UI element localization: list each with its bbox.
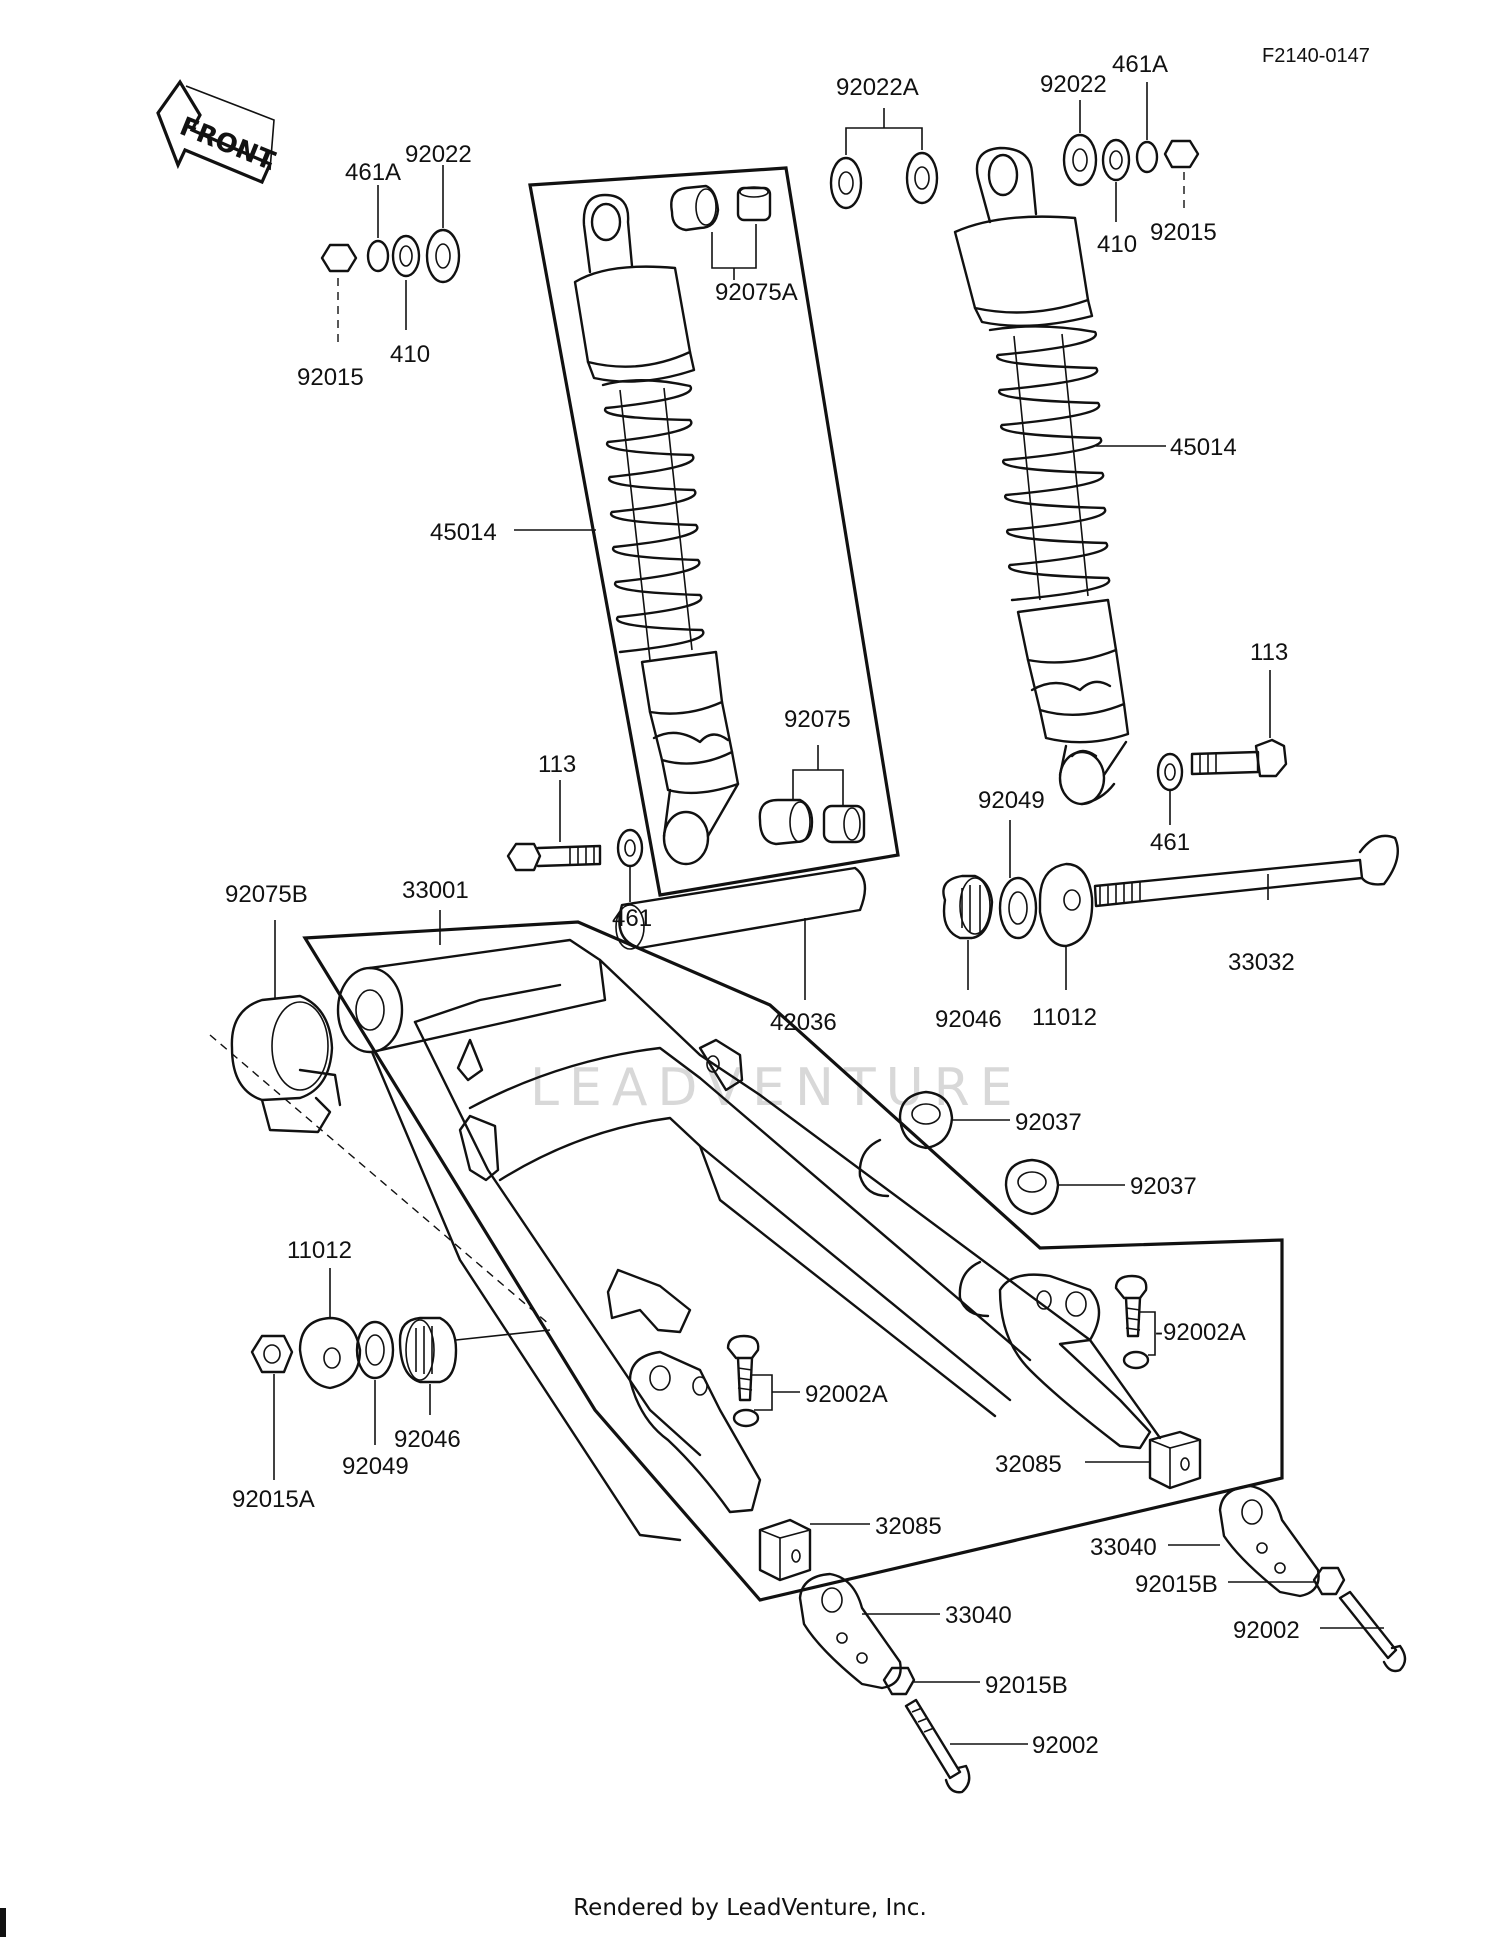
bolt-92002-right <box>1320 1590 1407 1673</box>
callout-11012-lower: 11012 <box>287 1237 352 1264</box>
front-arrow-icon: FRONT <box>156 79 279 185</box>
left-shock-outline-box <box>528 166 900 897</box>
shock-absorber-left <box>573 193 740 866</box>
block-32085-left <box>758 1518 870 1582</box>
callout-113-right: 113 <box>1250 639 1288 666</box>
washers-92022A <box>829 108 939 210</box>
seal-92037-b <box>1004 1158 1125 1216</box>
nut-92015-top-left <box>320 243 358 273</box>
callout-92002A-center: 92002A <box>805 1381 888 1408</box>
callout-92075A: 92075A <box>715 279 798 306</box>
bushing-92075B <box>230 920 342 1134</box>
nut-92015B-right <box>1228 1566 1346 1596</box>
page-edge-mark <box>0 1908 6 1937</box>
block-32085-right <box>1085 1430 1202 1490</box>
bolt-113-right <box>1190 738 1288 778</box>
callout-92075: 92075 <box>784 706 851 733</box>
bolt-92002A-center <box>726 1334 800 1428</box>
shock-spring-left <box>601 379 705 661</box>
callout-92015-top-left: 92015 <box>297 364 364 391</box>
callout-461A-top-left: 461A <box>345 159 401 186</box>
callout-92002-left: 92002 <box>1032 1732 1099 1759</box>
callout-113-left: 113 <box>538 751 576 778</box>
callout-92037-b: 92037 <box>1130 1173 1197 1200</box>
callout-461-right: 461 <box>1150 829 1190 856</box>
washer-410-top-right <box>1101 138 1131 182</box>
washer-92022-top-left <box>425 228 461 284</box>
watermark: LEADVENTURE <box>530 1058 1023 1118</box>
callout-92049-lower: 92049 <box>342 1453 409 1480</box>
callout-33040-right: 33040 <box>1090 1534 1157 1561</box>
callout-92015-top-right: 92015 <box>1150 219 1217 246</box>
plate-33040-left <box>798 1572 940 1690</box>
callout-410-top-right: 410 <box>1097 231 1137 258</box>
bushing-92046-upper <box>942 874 994 940</box>
swingarm-33001 <box>209 938 1162 1542</box>
callout-92022-top-right: 92022 <box>1040 71 1107 98</box>
callout-92015B-left: 92015B <box>985 1672 1068 1699</box>
bolt-92002A-right <box>1114 1274 1156 1370</box>
callout-92046-upper: 92046 <box>935 1006 1002 1033</box>
washer-461-left <box>616 828 644 868</box>
callout-92002-right: 92002 <box>1233 1617 1300 1644</box>
callout-92002A-right: -92002A <box>1155 1319 1246 1346</box>
callout-33040-left: 33040 <box>945 1602 1012 1629</box>
plate-33040-right <box>1168 1484 1320 1598</box>
callout-92015B-right: 92015B <box>1135 1571 1218 1598</box>
collar-92049-upper <box>998 876 1038 940</box>
nut-92015B-left <box>882 1666 980 1696</box>
callout-461-left: 461 <box>612 905 652 932</box>
callout-92022A: 92022A <box>836 74 919 101</box>
render-credit: Rendered by LeadVenture, Inc. <box>573 1895 927 1921</box>
callout-45014-left: 45014 <box>430 519 497 546</box>
axle-33032 <box>1093 834 1399 908</box>
collars-92075 <box>758 745 866 846</box>
top-right-hardware <box>1062 82 1200 222</box>
diagram-code: F2140-0147 <box>1262 45 1370 67</box>
callout-92046-lower: 92046 <box>394 1426 461 1453</box>
callout-461A-top-right: 461A <box>1112 51 1168 78</box>
bolt-113-left <box>506 842 602 872</box>
swingarm-outline-box <box>302 920 1284 1602</box>
callout-92037-a: 92037 <box>1015 1109 1082 1136</box>
callout-92075B: 92075B <box>225 881 308 908</box>
washer-410-top-left <box>391 234 421 278</box>
collars-92075A <box>670 184 772 280</box>
callout-32085-left: 32085 <box>875 1513 942 1540</box>
callout-45014-right: 45014 <box>1170 434 1237 461</box>
bushing-92046-lower <box>398 1316 551 1384</box>
callout-33032: 33032 <box>1228 949 1295 976</box>
callout-33001: 33001 <box>402 877 469 904</box>
callout-92015A: 92015A <box>232 1486 315 1513</box>
sleeve-42036 <box>615 866 867 1000</box>
seal-92037-a <box>898 1090 1010 1150</box>
shock-absorber-right <box>953 146 1130 806</box>
callout-92022-top-left: 92022 <box>405 141 472 168</box>
nut-92015A <box>250 1334 294 1374</box>
shock-spring-right <box>988 325 1111 602</box>
washer-461A-top-right <box>1135 140 1159 174</box>
callout-92049-upper: 92049 <box>978 787 1045 814</box>
washer-92022-top-right <box>1062 133 1098 187</box>
top-left-hardware <box>320 165 461 345</box>
bolt-92002-left <box>904 1698 1028 1794</box>
cap-11012-upper <box>1038 862 1094 948</box>
callout-410-top-left: 410 <box>390 341 430 368</box>
washer-461-right <box>1156 752 1184 792</box>
cap-11012-lower <box>298 1316 362 1390</box>
nut-92015-top-right <box>1163 139 1200 169</box>
callout-11012-upper: 11012 <box>1032 1004 1097 1031</box>
washer-461A-top-left <box>366 239 390 273</box>
callout-32085-right: 32085 <box>995 1451 1062 1478</box>
collar-92049-lower <box>355 1320 395 1380</box>
